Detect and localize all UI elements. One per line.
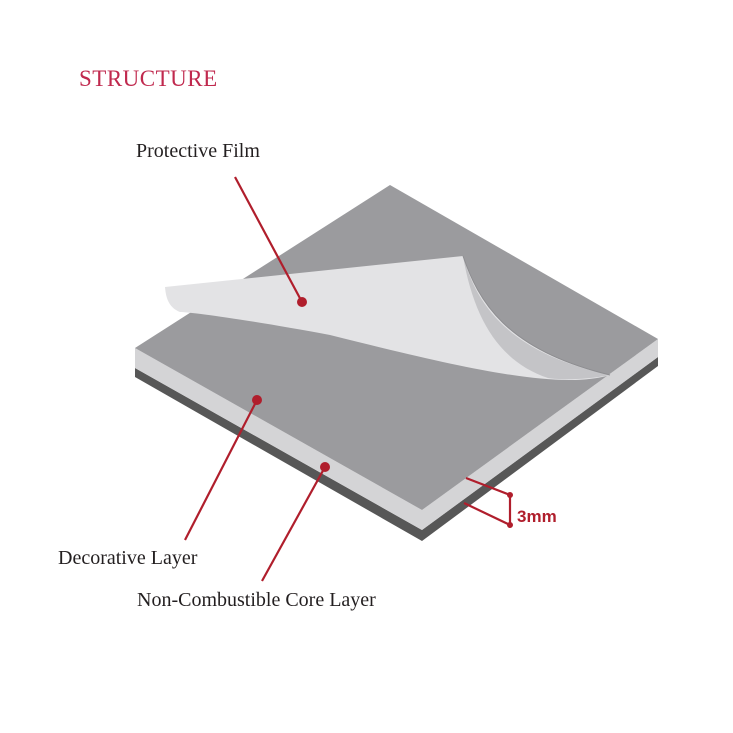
protective-film-sheet: [165, 256, 610, 381]
thickness-top-dot: [507, 492, 513, 498]
panel: [135, 185, 658, 541]
decorative-layer-label: Decorative Layer: [58, 547, 198, 569]
thickness-bottom-guide: [463, 502, 511, 526]
protective-film-leader: [234, 176, 303, 303]
thickness-label: 3mm: [517, 507, 557, 526]
protective-film: [165, 255, 611, 381]
decorative-layer-leader: [184, 399, 258, 541]
decorative-layer-dot: [252, 395, 262, 405]
protective-film-curl-edge: [462, 255, 611, 376]
thickness-bottom-dot: [507, 522, 513, 528]
protective-film-curl-shadow: [463, 256, 610, 380]
core-layer-label: Non-Combustible Core Layer: [137, 589, 376, 611]
thickness-dimension: [463, 476, 512, 526]
thickness-dimension-dots: [507, 492, 513, 528]
protective-film-dot: [297, 297, 307, 307]
core-layer-leader: [261, 466, 326, 582]
core-layer-dot: [320, 462, 330, 472]
leader-lines: [184, 176, 326, 582]
diagram-title: STRUCTURE: [79, 66, 218, 91]
thickness-top-guide: [465, 476, 511, 497]
protective-film-label: Protective Film: [136, 140, 260, 162]
leader-dots: [252, 297, 330, 472]
